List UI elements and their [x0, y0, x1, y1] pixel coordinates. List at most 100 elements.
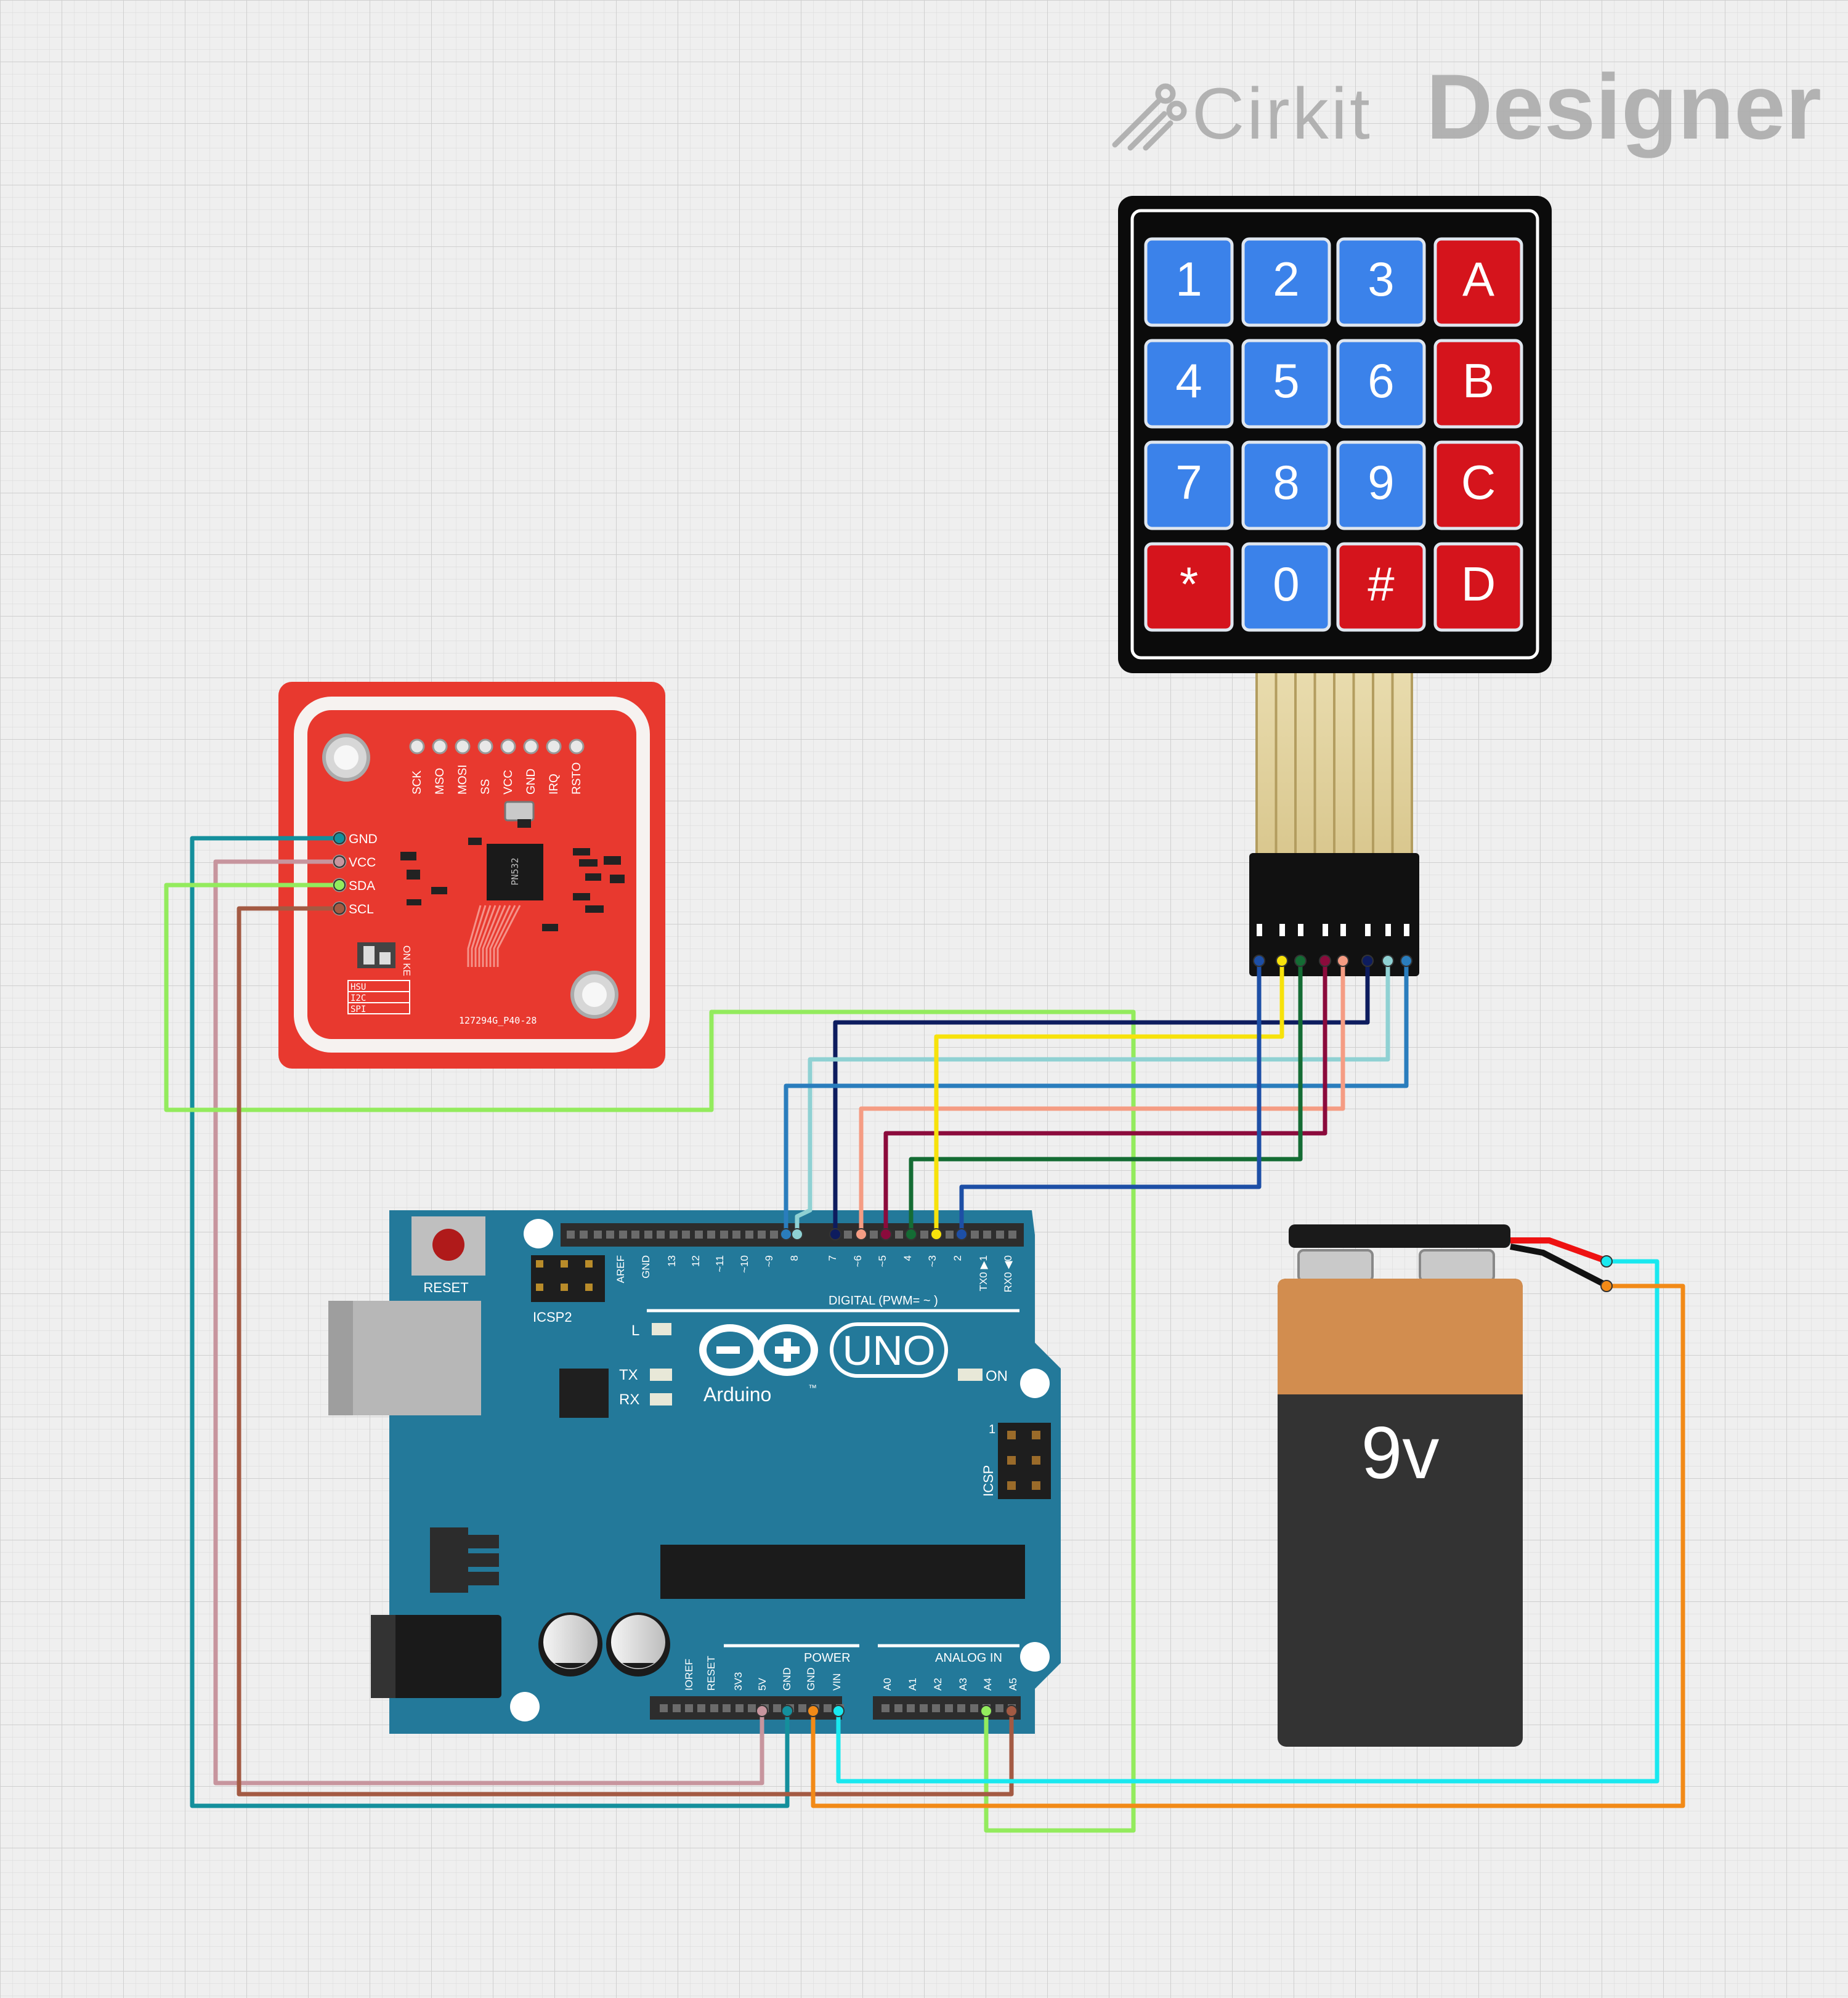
wire-keypad-c2[interactable]	[959, 958, 1262, 1237]
keypad-key[interactable]: 4	[1144, 339, 1234, 429]
keypad-key[interactable]: #	[1336, 542, 1426, 632]
wire-endpoint[interactable]	[955, 1228, 968, 1240]
digital-header-pin[interactable]	[631, 1231, 639, 1239]
digital-header-pin[interactable]	[695, 1231, 703, 1239]
wire-endpoint[interactable]	[880, 1228, 892, 1240]
keypad-key[interactable]: A	[1433, 237, 1523, 327]
power-header-pin[interactable]	[660, 1704, 668, 1712]
analog-header-pin[interactable]	[995, 1704, 1003, 1712]
wire-endpoint[interactable]	[1361, 955, 1374, 967]
digital-header-pin[interactable]	[895, 1231, 903, 1239]
power-header-pin[interactable]	[824, 1704, 832, 1712]
digital-header-pin[interactable]	[996, 1231, 1004, 1239]
wire-keypad-r2[interactable]	[833, 958, 1370, 1237]
digital-header-pin[interactable]	[946, 1231, 954, 1239]
power-header-pin[interactable]	[697, 1704, 705, 1712]
power-header-pin[interactable]	[773, 1704, 781, 1712]
rfid-top-pin[interactable]	[409, 738, 425, 754]
digital-header-pin[interactable]	[720, 1231, 728, 1239]
wire-endpoint[interactable]	[1337, 955, 1349, 967]
analog-header-pin[interactable]	[932, 1704, 940, 1712]
wire-rfid-sda[interactable]	[164, 883, 1136, 1833]
wire-rfid-gnd[interactable]	[190, 836, 790, 1808]
analog-header-pin[interactable]	[907, 1704, 915, 1712]
analog-header-pin[interactable]	[881, 1704, 890, 1712]
power-header-pin[interactable]	[710, 1704, 718, 1712]
digital-header-pin[interactable]	[670, 1231, 678, 1239]
keypad-key[interactable]: 3	[1336, 237, 1426, 327]
digital-header-pin[interactable]	[983, 1231, 991, 1239]
keypad-key[interactable]: 2	[1241, 237, 1331, 327]
reset-button[interactable]	[432, 1229, 464, 1261]
wire-endpoint[interactable]	[930, 1228, 942, 1240]
digital-header-pin[interactable]	[644, 1231, 652, 1239]
wire-keypad-r1[interactable]	[934, 958, 1284, 1237]
keypad-key[interactable]: 9	[1336, 440, 1426, 530]
digital-header-pin[interactable]	[844, 1231, 852, 1239]
rfid-top-pin[interactable]	[477, 738, 493, 754]
wire-battery-pos[interactable]	[836, 1259, 1660, 1784]
digital-header-pin[interactable]	[732, 1231, 740, 1239]
wire-endpoint[interactable]	[1319, 955, 1331, 967]
power-header-pin[interactable]	[685, 1704, 693, 1712]
digital-header-pin[interactable]	[758, 1231, 766, 1239]
power-header-pin[interactable]	[723, 1704, 731, 1712]
wire-endpoint[interactable]	[829, 1228, 841, 1240]
wire-endpoint[interactable]	[333, 902, 346, 915]
keypad-key[interactable]: C	[1433, 440, 1523, 530]
digital-header-pin[interactable]	[870, 1231, 878, 1239]
keypad-key[interactable]: 1	[1144, 237, 1234, 327]
digital-header-pin[interactable]	[707, 1231, 715, 1239]
analog-header-pin[interactable]	[970, 1704, 978, 1712]
wire-endpoint[interactable]	[781, 1705, 793, 1717]
digital-header-pin[interactable]	[1008, 1231, 1016, 1239]
power-header-pin[interactable]	[798, 1704, 806, 1712]
keypad-key[interactable]: 0	[1241, 542, 1331, 632]
wire-endpoint[interactable]	[855, 1228, 867, 1240]
wire-keypad-c3[interactable]	[784, 958, 1409, 1237]
power-header-pin[interactable]	[736, 1704, 744, 1712]
wire-endpoint[interactable]	[1276, 955, 1288, 967]
wire-keypad-c1[interactable]	[909, 958, 1303, 1237]
wire-keypad-r3[interactable]	[859, 958, 1345, 1237]
wire-endpoint[interactable]	[333, 879, 346, 891]
wire-keypad-c4[interactable]	[795, 958, 1390, 1237]
digital-header-pin[interactable]	[682, 1231, 690, 1239]
wire-endpoint[interactable]	[807, 1705, 819, 1717]
analog-header-pin[interactable]	[957, 1704, 965, 1712]
rfid-top-pin[interactable]	[546, 738, 562, 754]
wire-keypad-r4[interactable]	[883, 958, 1327, 1237]
wire-endpoint[interactable]	[1600, 1255, 1613, 1268]
digital-header-pin[interactable]	[567, 1231, 575, 1239]
digital-header-pin[interactable]	[745, 1231, 753, 1239]
power-header-pin[interactable]	[673, 1704, 681, 1712]
keypad-key[interactable]: 8	[1241, 440, 1331, 530]
digital-header-pin[interactable]	[770, 1231, 778, 1239]
icsp-header[interactable]	[998, 1423, 1051, 1499]
rfid-top-pin[interactable]	[432, 738, 448, 754]
digital-header-pin[interactable]	[580, 1231, 588, 1239]
wire-endpoint[interactable]	[780, 1228, 792, 1240]
digital-header-pin[interactable]	[657, 1231, 665, 1239]
analog-header-pin[interactable]	[920, 1704, 928, 1712]
wire-endpoint[interactable]	[1400, 955, 1412, 967]
rfid-top-pin[interactable]	[500, 738, 516, 754]
wire-endpoint[interactable]	[756, 1705, 768, 1717]
wire-battery-neg[interactable]	[811, 1284, 1685, 1808]
analog-header-pin[interactable]	[945, 1704, 953, 1712]
dc-jack[interactable]	[371, 1615, 501, 1698]
wire-endpoint[interactable]	[1600, 1280, 1613, 1292]
power-header-pin[interactable]	[748, 1704, 756, 1712]
wire-endpoint[interactable]	[980, 1705, 992, 1717]
keypad-key[interactable]: 7	[1144, 440, 1234, 530]
keypad-key[interactable]: 6	[1336, 339, 1426, 429]
keypad-key[interactable]: D	[1433, 542, 1523, 632]
keypad-key[interactable]: B	[1433, 339, 1523, 429]
wire-endpoint[interactable]	[1382, 955, 1394, 967]
usb-port[interactable]	[328, 1301, 481, 1415]
wire-endpoint[interactable]	[832, 1705, 845, 1717]
rfid-top-pin[interactable]	[569, 738, 585, 754]
